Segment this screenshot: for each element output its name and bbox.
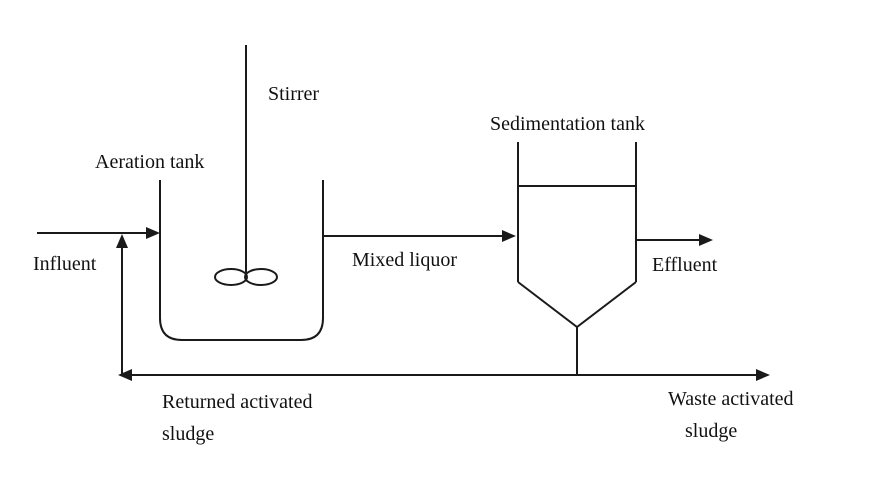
waste-sludge-label-line2: sludge — [685, 420, 737, 442]
returned-sludge-arrowhead-icon — [118, 369, 132, 381]
stirrer-blade-left — [214, 268, 248, 286]
returned-sludge-label-line2: sludge — [162, 423, 214, 445]
aeration-tank-label: Aeration tank — [95, 151, 204, 173]
stirrer-blade-right — [244, 268, 278, 286]
returned-sludge-label-line1: Returned activated — [162, 391, 313, 413]
recycle-up-arrowhead-icon — [116, 234, 128, 248]
effluent-label: Effluent — [652, 254, 718, 276]
sedimentation-tank-funnel — [517, 281, 637, 329]
effluent-arrowhead-icon — [699, 234, 713, 246]
mixed-liquor-arrowhead-icon — [502, 230, 516, 242]
influent-label: Influent — [33, 253, 97, 275]
waste-sludge-arrowhead-icon — [756, 369, 770, 381]
mixed-liquor-label: Mixed liquor — [352, 249, 457, 271]
sedimentation-tank-label: Sedimentation tank — [490, 113, 645, 135]
influent-arrowhead-icon — [146, 227, 160, 239]
waste-sludge-label-line1: Waste activated — [668, 388, 794, 410]
aeration-tank-outline — [159, 180, 324, 341]
stirrer-label: Stirrer — [268, 83, 319, 105]
